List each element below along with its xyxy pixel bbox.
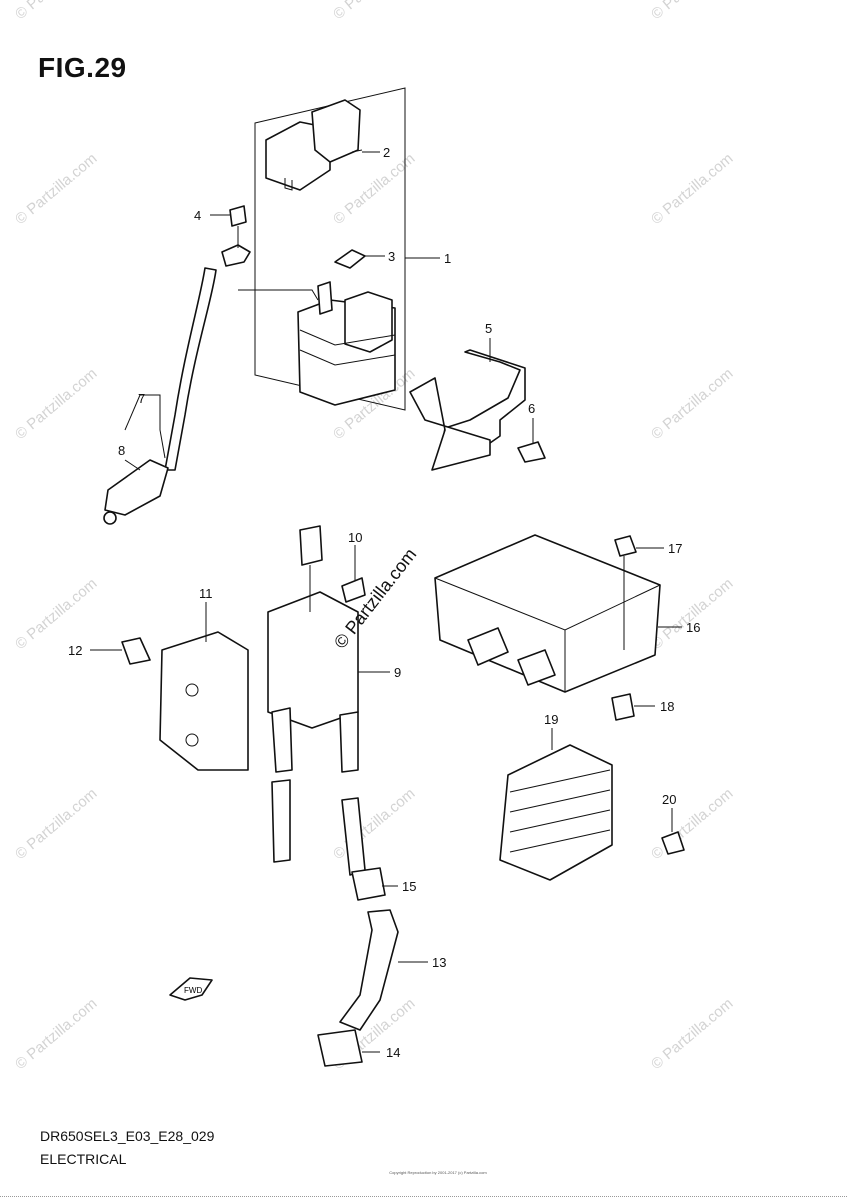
bracket-bolt-12 xyxy=(121,637,151,665)
page-divider xyxy=(0,1196,847,1197)
cable-terminal-eye xyxy=(103,511,117,525)
callout-18: 18 xyxy=(660,699,674,714)
callout-2: 2 xyxy=(383,145,390,160)
relay-assembly-outline xyxy=(254,87,406,411)
coil-bolt xyxy=(341,577,366,603)
ignition-coil xyxy=(267,525,359,773)
coil-bracket xyxy=(159,631,249,771)
callout-16: 16 xyxy=(686,620,700,635)
bracket-bolt xyxy=(517,441,546,463)
fuse xyxy=(334,249,366,269)
screw-17 xyxy=(614,535,637,557)
bolt xyxy=(229,205,247,227)
callout-5: 5 xyxy=(485,321,492,336)
regulator-rectifier xyxy=(499,744,613,881)
starter-cable xyxy=(164,267,217,471)
fwd-label: FWD xyxy=(184,986,202,995)
callout-15: 15 xyxy=(402,879,416,894)
callout-7: 7 xyxy=(138,391,145,406)
callout-1: 1 xyxy=(444,251,451,266)
figure-title: FIG.29 xyxy=(38,52,127,83)
plug-wire-left xyxy=(271,779,291,863)
callout-10: 10 xyxy=(348,530,362,545)
ignitor-unit xyxy=(434,534,661,693)
diagram-code: DR650SEL3_E03_E28_029 xyxy=(40,1128,215,1144)
terminal xyxy=(221,244,251,267)
callout-3: 3 xyxy=(388,249,395,264)
section-name: ELECTRICAL xyxy=(40,1151,127,1167)
callout-8: 8 xyxy=(118,443,125,458)
callout-6: 6 xyxy=(528,401,535,416)
callout-13: 13 xyxy=(432,955,446,970)
relay-bracket xyxy=(409,349,526,471)
forward-direction-marker: FWD xyxy=(169,977,213,1001)
nut-18 xyxy=(611,693,635,721)
callout-20: 20 xyxy=(662,792,676,807)
cap-seal xyxy=(317,1029,363,1067)
bolt-20 xyxy=(661,831,685,855)
copyright-notice: Copyright Reproduction by 2001-2017 (c) … xyxy=(389,1170,487,1175)
cable-boot xyxy=(104,459,169,516)
callout-14: 14 xyxy=(386,1045,400,1060)
callout-9: 9 xyxy=(394,665,401,680)
plug-wire-right xyxy=(341,797,366,876)
callout-4: 4 xyxy=(194,208,201,223)
callout-19: 19 xyxy=(544,712,558,727)
callout-17: 17 xyxy=(668,541,682,556)
starter-relay xyxy=(297,281,396,406)
callout-12: 12 xyxy=(68,643,82,658)
spark-plug-cap xyxy=(339,909,399,1031)
callout-11: 11 xyxy=(199,586,213,601)
plug-cap xyxy=(351,867,386,901)
relay-cover xyxy=(265,99,361,191)
